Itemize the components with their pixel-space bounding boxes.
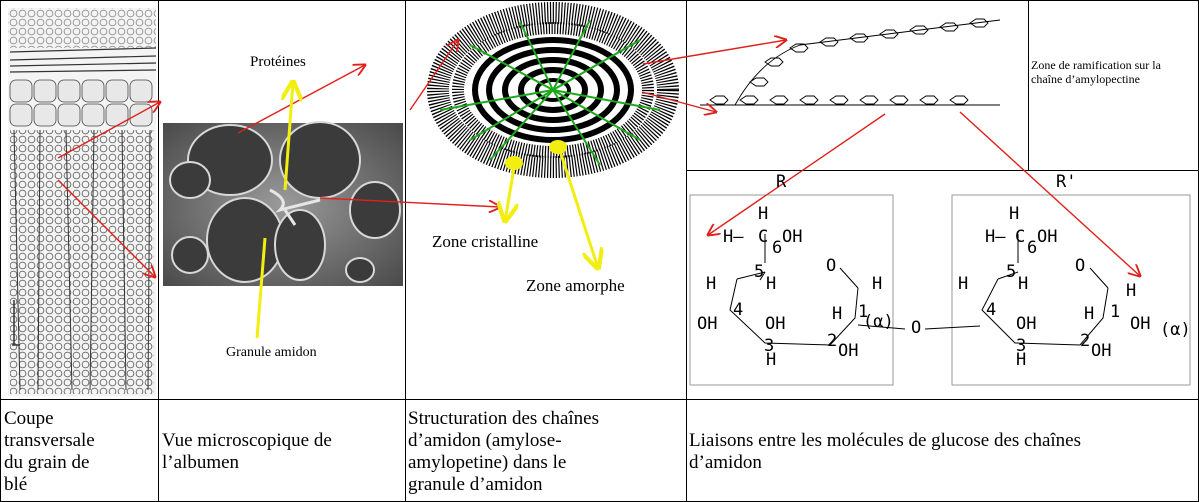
alpha-2: (α): [1160, 320, 1191, 340]
sem-micrograph: [163, 121, 403, 286]
atom-h-c2-1: H: [832, 304, 843, 324]
num-1-2: 1: [1110, 302, 1121, 322]
atom-o-glycosidic: O: [911, 318, 922, 338]
grain-section-drawing: [8, 8, 157, 396]
yellow-arrows: [255, 82, 598, 339]
atom-oh-c4-1: OH: [697, 314, 718, 334]
atom-h-c3-1: H: [766, 350, 777, 370]
atom-h-c5-1: H: [766, 274, 777, 294]
atom-oh-c2-1: OH: [838, 341, 859, 361]
glucose-rings: [689, 194, 1191, 386]
atom-oh-c1-2: OH: [1130, 314, 1151, 334]
atom-o-ring-2: O: [1075, 256, 1086, 276]
num-3-2: 3: [1016, 336, 1027, 356]
caption-grain-section: Coupe transversale du grain de blé: [4, 408, 95, 495]
label-proteines: Protéines: [250, 54, 306, 70]
atom-h-c1-2: H: [1126, 281, 1137, 301]
atom-h-c3-2: H: [1016, 350, 1027, 370]
label-zone-cristalline: Zone cristalline: [432, 232, 539, 251]
caption-starch-structure: Structuration des chaînes d’amidon (amyl…: [408, 408, 600, 495]
atom-c6-2: C: [1015, 227, 1026, 247]
num-2-2: 2: [1080, 331, 1091, 351]
atom-h-dash-1: H–: [723, 227, 744, 247]
atom-oh-c3-1: OH: [765, 314, 786, 334]
label-zone-amorphe: Zone amorphe: [526, 276, 625, 295]
amylopectin-chain: [700, 18, 1001, 106]
alpha-1: (α): [863, 312, 894, 332]
label-r-prime: R': [1056, 172, 1077, 192]
label-zone-ramification: Zone de ramification sur la chaîne d’amy…: [1031, 58, 1161, 86]
caption-glucose-bonds: Liaisons entre les molécules de glucose …: [689, 430, 1082, 473]
num-6-1: 6: [772, 238, 783, 258]
num-1-1: 1: [858, 302, 869, 322]
atom-h-dash-2: H–: [985, 227, 1006, 247]
num-4-2: 4: [986, 300, 997, 320]
atom-h-c4-1: H: [706, 274, 717, 294]
label-r: R: [776, 172, 787, 192]
num-3-1: 3: [764, 336, 775, 356]
atom-h-c1-1: H: [872, 274, 883, 294]
atom-h-top-1: H: [758, 204, 769, 224]
atom-h-c4-2: H: [958, 274, 969, 294]
atom-h-c5-2: H: [1018, 274, 1029, 294]
granule-structure: [427, 2, 679, 178]
atom-oh-c6-1: OH: [782, 227, 803, 247]
atom-h-top-2: H: [1009, 204, 1020, 224]
caption-microscopic-view: Vue microscopique de l’albumen: [162, 430, 332, 473]
num-2-1: 2: [827, 331, 838, 351]
label-granule-amidon: Granule amidon: [226, 345, 317, 360]
num-5-1: 5: [754, 262, 765, 282]
atom-oh-c6-2: OH: [1037, 227, 1058, 247]
atom-c6-1: C: [758, 227, 769, 247]
atom-oh-c3-2: OH: [1016, 314, 1037, 334]
atom-h-c2-2: H: [1084, 304, 1095, 324]
atom-o-ring-1: O: [826, 256, 837, 276]
num-4-1: 4: [733, 300, 744, 320]
num-5-2: 5: [1006, 262, 1017, 282]
atom-oh-c2-2: OH: [1091, 341, 1112, 361]
num-6-2: 6: [1027, 238, 1038, 258]
